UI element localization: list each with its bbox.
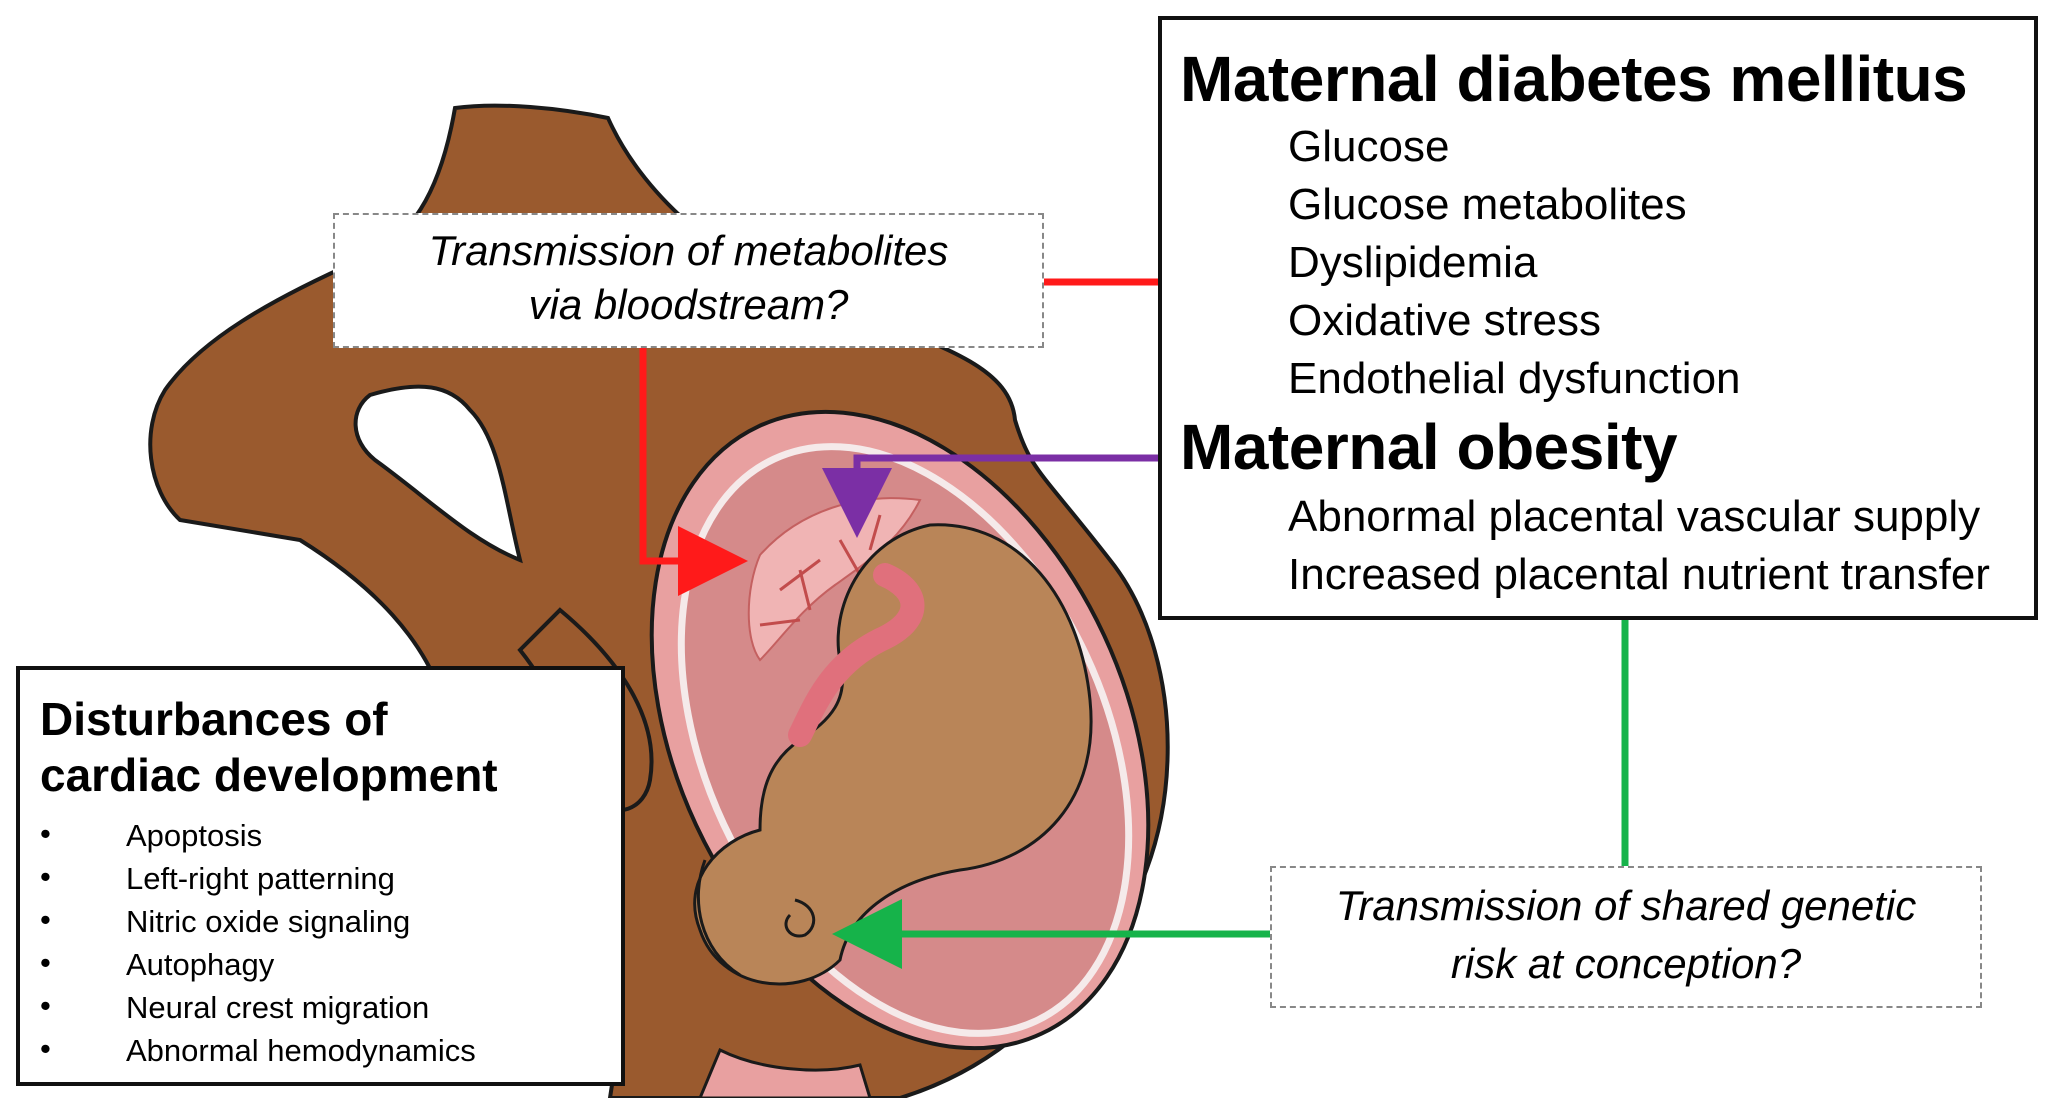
- diabetes-item: Glucose: [1288, 122, 1450, 171]
- bullet-icon: •: [40, 859, 51, 894]
- obesity-item: Increased placental nutrient transfer: [1288, 550, 1990, 599]
- umbilical-cord: [788, 563, 925, 747]
- fetus: [693, 523, 1093, 986]
- cardiac-title-line-2: cardiac development: [40, 749, 498, 801]
- metabolites-line-1: Transmission of metabolites: [428, 227, 949, 274]
- arm-gap: [353, 384, 523, 564]
- diabetes-item: Endothelial dysfunction: [1288, 354, 1741, 403]
- genetic-line-2: risk at conception?: [1450, 940, 1802, 987]
- purple-arrow: [822, 454, 1158, 538]
- metabolites-line-2: via bloodstream?: [528, 281, 849, 328]
- diabetes-title: Maternal diabetes mellitus: [1180, 43, 1968, 115]
- cardiac-item-label: Apoptosis: [126, 818, 263, 853]
- placenta-vessels: [759, 514, 882, 627]
- bullet-icon: •: [40, 816, 51, 851]
- red-arrow: [639, 348, 748, 596]
- bullet-icon: •: [40, 1031, 51, 1066]
- genetic-transmission-box: Transmission of shared genetic risk at c…: [1270, 866, 1982, 1008]
- bullet-icon: •: [40, 902, 51, 937]
- genetic-line-1: Transmission of shared genetic: [1335, 882, 1917, 929]
- metabolites-transmission-box: Transmission of metabolites via bloodstr…: [333, 213, 1044, 348]
- cardiac-development-box: Disturbances of cardiac development • Ap…: [16, 666, 625, 1086]
- bullet-icon: •: [40, 988, 51, 1023]
- obesity-item: Abnormal placental vascular supply: [1288, 492, 1981, 541]
- maternal-conditions-box: Maternal diabetes mellitus Glucose Gluco…: [1158, 16, 2038, 620]
- diabetes-item: Dyslipidemia: [1288, 238, 1538, 287]
- cardiac-title-line-1: Disturbances of: [40, 693, 388, 745]
- cardiac-item-label: Autophagy: [126, 947, 275, 982]
- obesity-title: Maternal obesity: [1180, 411, 1678, 483]
- uterus-illustration: [649, 409, 1151, 1098]
- diabetes-item: Glucose metabolites: [1288, 180, 1687, 229]
- cervix: [698, 1047, 872, 1098]
- cardiac-item-label: Left-right patterning: [126, 861, 395, 896]
- cardiac-item-label: Neural crest migration: [126, 990, 430, 1025]
- diabetes-item: Oxidative stress: [1288, 296, 1601, 345]
- cardiac-item-label: Abnormal hemodynamics: [126, 1033, 476, 1068]
- cardiac-item-label: Nitric oxide signaling: [126, 904, 411, 939]
- bullet-icon: •: [40, 945, 51, 980]
